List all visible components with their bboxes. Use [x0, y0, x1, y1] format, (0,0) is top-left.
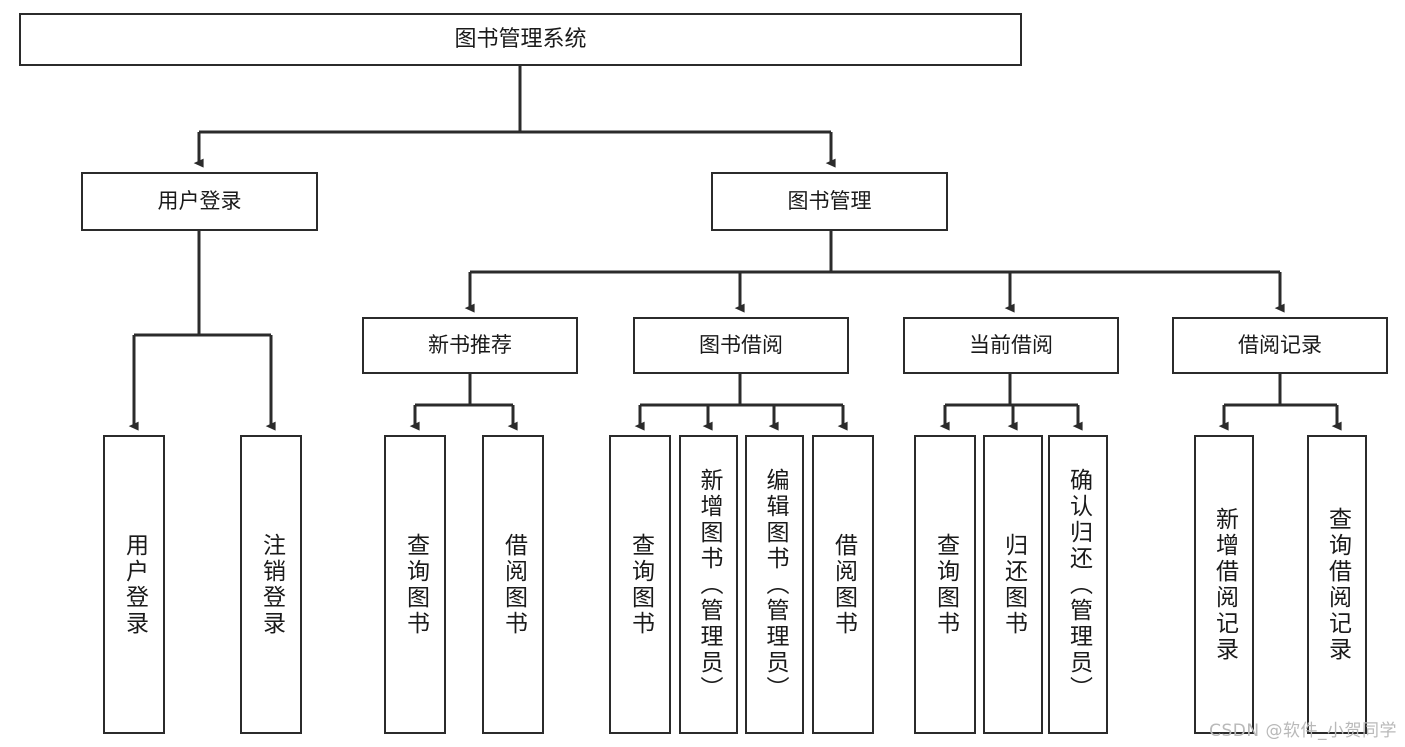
leaf-borrow-record-add[interactable]: 新增借阅记录: [1194, 435, 1254, 734]
node-label: 查询图书: [402, 532, 429, 637]
node-label: 新书推荐: [428, 333, 512, 358]
node-label: 图书管理: [787, 189, 872, 214]
leaf-user-login-login[interactable]: 用户登录: [103, 435, 165, 734]
node-label: 借阅图书: [500, 532, 527, 637]
node-label: 新增图书（管理员）: [696, 467, 722, 702]
node-label: 查询图书: [932, 532, 959, 637]
node-book-borrow[interactable]: 图书借阅: [633, 317, 849, 374]
leaf-borrow-record-query[interactable]: 查询借阅记录: [1307, 435, 1367, 734]
leaf-new-book-borrow[interactable]: 借阅图书: [482, 435, 544, 734]
node-label: 用户登录: [121, 532, 148, 637]
node-label: 查询图书: [627, 532, 654, 637]
leaf-current-borrow-return[interactable]: 归还图书: [983, 435, 1043, 734]
node-label: 查询借阅记录: [1324, 506, 1351, 663]
leaf-user-login-logout[interactable]: 注销登录: [240, 435, 302, 734]
node-user-login[interactable]: 用户登录: [81, 172, 318, 231]
node-root-system[interactable]: 图书管理系统: [19, 13, 1022, 66]
leaf-new-book-query[interactable]: 查询图书: [384, 435, 446, 734]
node-label: 新增借阅记录: [1211, 506, 1238, 663]
node-label: 借阅图书: [830, 532, 857, 637]
node-label: 确认归还（管理员）: [1065, 467, 1092, 702]
node-label: 用户登录: [157, 189, 242, 214]
node-current-borrow[interactable]: 当前借阅: [903, 317, 1119, 374]
node-label: 归还图书: [1000, 532, 1027, 637]
leaf-book-borrow-edit[interactable]: 编辑图书（管理员）: [745, 435, 804, 734]
node-label: 借阅记录: [1238, 333, 1322, 358]
leaf-book-borrow-borrow[interactable]: 借阅图书: [812, 435, 874, 734]
leaf-current-borrow-query[interactable]: 查询图书: [914, 435, 976, 734]
leaf-current-borrow-confirm-return[interactable]: 确认归还（管理员）: [1048, 435, 1108, 734]
node-book-management[interactable]: 图书管理: [711, 172, 948, 231]
node-label: 注销登录: [258, 532, 285, 637]
node-label: 图书管理系统: [454, 26, 587, 52]
node-label: 图书借阅: [699, 333, 783, 358]
node-label: 编辑图书（管理员）: [762, 467, 788, 702]
node-borrow-record[interactable]: 借阅记录: [1172, 317, 1388, 374]
leaf-book-borrow-query[interactable]: 查询图书: [609, 435, 671, 734]
node-new-book-recommend[interactable]: 新书推荐: [362, 317, 578, 374]
node-label: 当前借阅: [969, 333, 1053, 358]
leaf-book-borrow-add[interactable]: 新增图书（管理员）: [679, 435, 738, 734]
